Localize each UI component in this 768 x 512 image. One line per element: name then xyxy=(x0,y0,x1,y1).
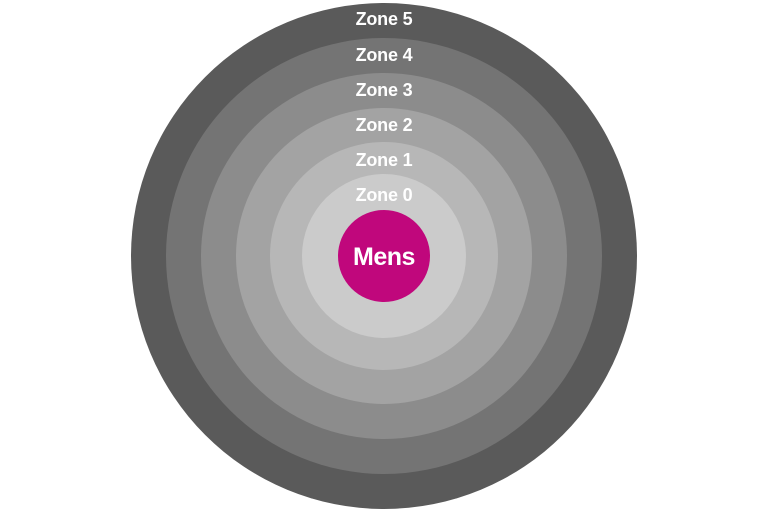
zone-3-label: Zone 3 xyxy=(356,80,413,100)
zone-5-label: Zone 5 xyxy=(356,9,413,29)
zone-4-label: Zone 4 xyxy=(356,45,413,65)
zone-2-label: Zone 2 xyxy=(356,115,413,135)
zone-0-label: Zone 0 xyxy=(356,185,413,205)
center-label: Mens xyxy=(353,243,415,271)
center-circle xyxy=(338,210,430,302)
zone-1-label: Zone 1 xyxy=(356,150,413,170)
